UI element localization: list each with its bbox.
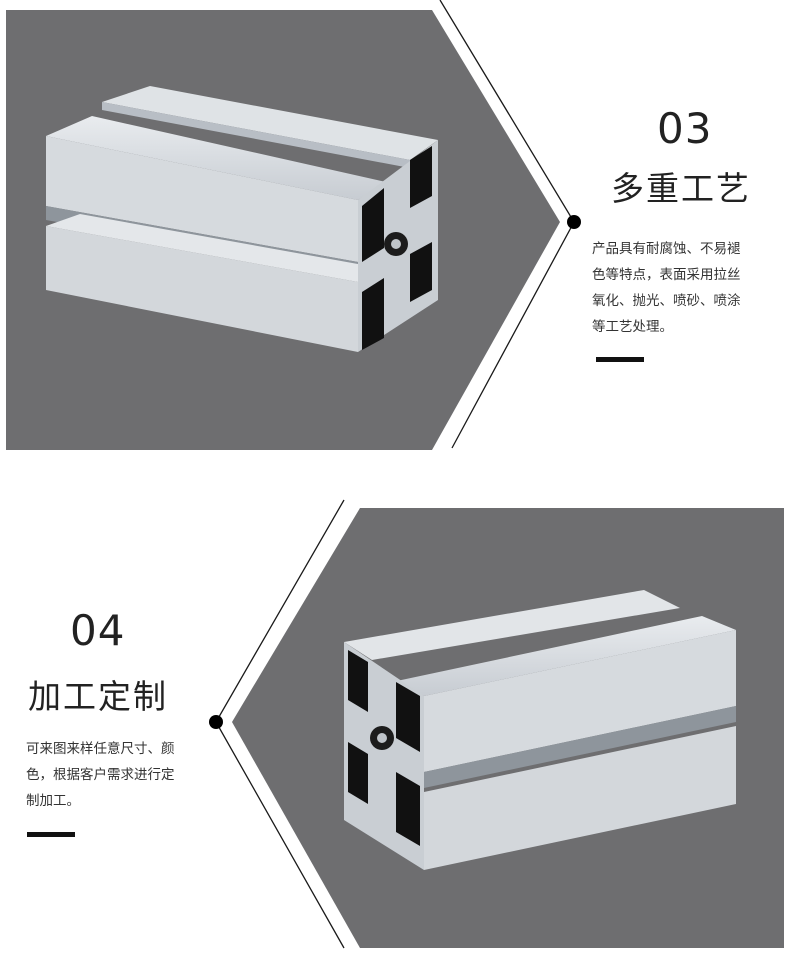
feature-section-03: 03 多重工艺 产品具有耐腐蚀、不易褪 色等特点，表面采用拉丝 氧化、抛光、喷砂…: [0, 0, 790, 470]
feature-title: 加工定制: [28, 677, 168, 716]
feature-title: 多重工艺: [611, 169, 751, 208]
feature-section-04: 04 加工定制 可来图来样任意尺寸、颜 色，根据客户需求进行定 制加工。: [0, 490, 790, 971]
description-line: 制加工。: [26, 793, 80, 809]
feature-number: 03: [657, 104, 713, 153]
feature-description: 产品具有耐腐蚀、不易褪 色等特点，表面采用拉丝 氧化、抛光、喷砂、喷涂 等工艺处…: [592, 236, 741, 340]
chevron-dot: [567, 215, 581, 229]
feature-number: 04: [70, 606, 126, 655]
section-04-graphic: [209, 499, 784, 949]
accent-bar: [27, 832, 75, 837]
aluminum-profile-image: [344, 590, 736, 870]
description-line: 产品具有耐腐蚀、不易褪: [592, 241, 741, 257]
chevron-dot: [209, 715, 223, 729]
description-line: 可来图来样任意尺寸、颜: [26, 741, 175, 757]
description-line: 色等特点，表面采用拉丝: [592, 267, 741, 283]
aluminum-profile-image: [46, 86, 438, 352]
feature-description: 可来图来样任意尺寸、颜 色，根据客户需求进行定 制加工。: [26, 736, 175, 814]
description-line: 氧化、抛光、喷砂、喷涂: [592, 293, 741, 309]
description-line: 色，根据客户需求进行定: [26, 767, 175, 783]
description-line: 等工艺处理。: [592, 319, 673, 335]
accent-bar: [596, 357, 644, 362]
section-03-graphic: [6, 0, 581, 450]
